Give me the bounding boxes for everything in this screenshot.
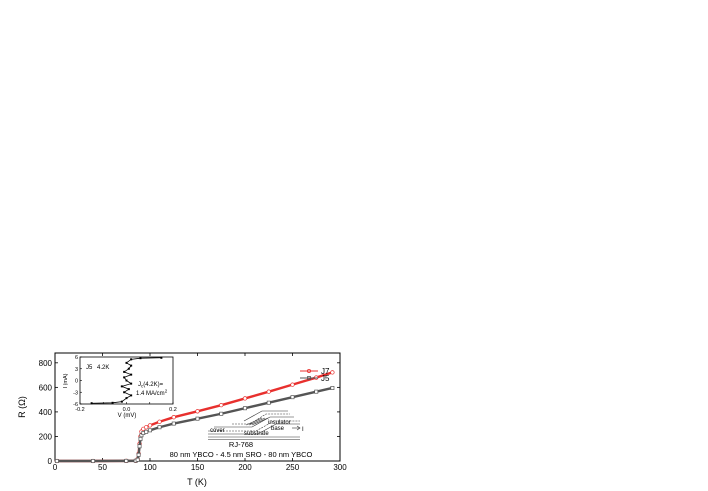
inset-data-point — [130, 364, 133, 367]
inset-data-point — [127, 388, 130, 391]
inset-x-tick-label: 0.0 — [123, 407, 131, 413]
x-tick-label: 0 — [53, 463, 58, 472]
inset-series-group — [90, 356, 163, 405]
inset-data-point — [123, 370, 126, 373]
data-point-j7 — [242, 396, 248, 401]
inset-y-tick-label: 3 — [75, 367, 78, 373]
data-point-j5 — [148, 428, 152, 433]
x-tick-label: 200 — [238, 463, 252, 472]
inset-y-tick-label: 6 — [75, 355, 78, 361]
inset-data-point — [139, 357, 142, 360]
main-axis-ticks: 0 50 100 150 200 250 300 0 200 400 600 800 — [39, 353, 347, 472]
inset-data-point — [90, 402, 93, 405]
junction-schematic: insulator cover base substrate I — [208, 410, 304, 440]
y-axis-label: R (Ω) — [17, 396, 27, 418]
legend-j5-label: J5 — [321, 374, 330, 383]
inset-data-point — [111, 401, 114, 404]
data-point-j5 — [136, 452, 141, 457]
data-point-j7 — [219, 403, 224, 408]
schematic-label-substrate: substrate — [244, 431, 269, 437]
inset-x-tick-label: -0.2 — [75, 407, 84, 413]
layer-stack-label: 80 nm YBCO - 4.5 nm SRO - 80 nm YBCO — [170, 450, 313, 459]
data-point-j7 — [171, 415, 176, 420]
data-point-j5 — [138, 436, 143, 441]
inset-data-point — [130, 394, 133, 397]
inset-x-axis-label: V (mV) — [118, 413, 137, 419]
data-point-j7 — [290, 382, 295, 387]
legend-j7-label: J7 — [321, 367, 330, 376]
inset-critical-current: Jc(4.2K)= — [138, 382, 164, 389]
inset-junction-label: J5 — [86, 365, 93, 371]
y-tick-label: 800 — [39, 359, 53, 368]
inset-data-point — [123, 376, 126, 379]
schematic-layers — [208, 410, 301, 440]
legend-j5-marker — [307, 376, 311, 380]
data-point-j5 — [195, 416, 200, 421]
y-tick-label: 600 — [39, 383, 53, 392]
inset-x-tick-label: 0.2 — [169, 407, 177, 413]
data-point-j5 — [54, 459, 59, 463]
schematic-label-cover: cover — [210, 428, 225, 434]
jc-exponent: 2 — [165, 389, 168, 394]
schematic-label-insulator: insulator — [268, 420, 291, 426]
x-tick-label: 250 — [286, 463, 300, 472]
jc-value: 1.4 MA/cm — [136, 391, 165, 397]
y-tick-label: 200 — [39, 432, 53, 441]
inset-data-point — [125, 379, 128, 382]
y-tick-label: 0 — [48, 457, 53, 466]
data-point-j5 — [157, 425, 162, 430]
data-point-j5 — [266, 400, 271, 405]
data-point-j7 — [147, 423, 153, 428]
inset-data-point — [120, 400, 123, 403]
inset-data-point — [160, 356, 163, 359]
schematic-label-current: I — [302, 427, 304, 433]
inset-data-point — [125, 361, 128, 364]
x-tick-label: 100 — [143, 463, 157, 472]
inset-y-axis-label: I (mA) — [63, 373, 69, 388]
data-point-j5 — [243, 406, 247, 411]
data-point-j7 — [144, 425, 149, 430]
inset-y-tick-label: -3 — [73, 390, 78, 396]
inset-data-point — [125, 397, 128, 400]
y-tick-label: 400 — [39, 408, 53, 417]
inset-axis-ticks: -0.2 0.0 0.2 -6 -3 0 3 6 — [73, 355, 177, 413]
x-tick-label: 50 — [98, 463, 107, 472]
main-series-group — [54, 370, 335, 464]
data-point-j5 — [137, 444, 142, 449]
data-point-j7 — [157, 419, 162, 424]
data-point-j5 — [135, 457, 140, 462]
jc-condition: (4.2K)= — [143, 382, 163, 388]
data-point-j5 — [91, 459, 95, 463]
data-point-j5 — [219, 411, 224, 416]
data-point-j7 — [330, 370, 335, 375]
inset-data-point — [120, 385, 123, 388]
inset-data-point — [130, 382, 133, 385]
x-axis-label: T (K) — [187, 477, 207, 487]
legend: J7 J5 — [300, 367, 330, 383]
inset-data-point — [127, 367, 130, 370]
jc-subscript: c — [141, 384, 144, 389]
inset-y-tick-label: 0 — [75, 379, 78, 385]
schematic-label-base: base — [271, 426, 285, 432]
x-tick-label: 300 — [333, 463, 347, 472]
data-point-j5 — [314, 389, 319, 394]
inset-data-point — [123, 391, 126, 394]
x-tick-label: 150 — [191, 463, 205, 472]
data-point-j5 — [124, 458, 129, 463]
inset-temperature-label: 4.2K — [97, 365, 109, 371]
inset-data-point — [130, 358, 133, 361]
inset-y-tick-label: -6 — [73, 402, 78, 408]
inset-critical-current-value: 1.4 MA/cm2 — [136, 389, 168, 398]
data-point-j5 — [290, 395, 295, 400]
inset-data-point — [130, 373, 133, 376]
data-point-j7 — [266, 389, 271, 394]
legend-j7-marker — [306, 368, 311, 373]
data-point-j5 — [171, 421, 176, 426]
jc-symbol: J — [138, 382, 141, 388]
sample-id: RJ-768 — [229, 440, 253, 449]
data-point-j5 — [144, 429, 149, 434]
data-point-j7 — [195, 409, 200, 414]
data-point-j5 — [330, 386, 335, 390]
